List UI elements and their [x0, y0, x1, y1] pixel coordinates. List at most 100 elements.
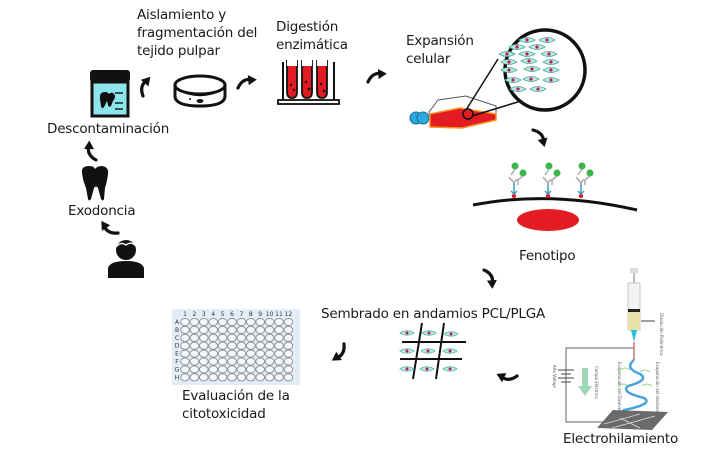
well — [199, 333, 209, 342]
annotation-evaporation-left: Evaporación del Disolvente — [617, 362, 622, 417]
well — [255, 333, 265, 342]
annotation-field: Campo Eléctrico — [594, 366, 599, 399]
well — [283, 333, 294, 342]
well — [255, 325, 265, 334]
well — [199, 341, 209, 350]
well — [274, 349, 284, 358]
magnified-cells-icon — [498, 28, 587, 112]
well — [283, 317, 294, 327]
antibody-icon — [508, 162, 527, 199]
label-fenotipo: Fenotipo — [519, 248, 576, 264]
well — [255, 373, 265, 382]
arrow-sembrado-to-evaluacion — [327, 342, 353, 367]
well — [264, 349, 275, 358]
well — [264, 341, 275, 350]
well — [199, 357, 209, 366]
arrow-descontaminacion-to-aislamiento — [132, 71, 157, 98]
label-evaluacion: Evaluación de la citotoxicidad — [182, 388, 290, 422]
well — [180, 325, 190, 334]
well — [236, 317, 247, 327]
cell-icon — [399, 330, 415, 336]
well — [236, 357, 247, 366]
cell-icon — [442, 348, 458, 354]
cell-icon — [399, 348, 415, 354]
well — [208, 349, 218, 358]
well — [246, 317, 256, 327]
plate-column-label: 12 — [285, 311, 293, 318]
arrow-aislamiento-to-digestion — [234, 72, 260, 90]
well — [189, 357, 200, 366]
well — [189, 365, 200, 374]
plate-column-label: 2 — [192, 311, 196, 318]
label-digestion: Digestión enzimática — [276, 19, 348, 53]
well — [255, 317, 265, 327]
plate-column-label: 10 — [266, 311, 274, 318]
plate-column-label: 9 — [258, 311, 262, 318]
cell-icon — [399, 366, 415, 372]
well — [180, 365, 190, 374]
antibody-icon — [575, 162, 594, 199]
electrospinning-setup-icon: Disolución Polimérica Alto Voltaje Campo… — [552, 268, 668, 430]
well — [264, 357, 275, 366]
label-aislamiento: Aislamiento y fragmentación del tejido p… — [137, 7, 258, 59]
arrow-electrohilamiento-to-sembrado — [492, 367, 519, 388]
well — [246, 341, 256, 350]
specimen-jar-icon — [90, 70, 130, 118]
well — [246, 357, 256, 366]
well — [246, 365, 256, 374]
well — [255, 365, 265, 374]
plate-row-label: H — [175, 374, 180, 381]
well — [246, 349, 256, 358]
well — [208, 325, 218, 334]
well — [283, 349, 294, 358]
well — [180, 333, 190, 342]
cell-icon — [419, 366, 435, 372]
scaffold-grid-icon — [399, 322, 466, 380]
well — [283, 325, 294, 334]
plate-column-label: 8 — [249, 311, 253, 318]
well — [217, 317, 228, 327]
plate-row-label: C — [175, 335, 179, 342]
well — [199, 365, 209, 374]
well — [236, 333, 247, 342]
well — [217, 341, 228, 350]
well — [189, 333, 200, 342]
well — [208, 317, 218, 327]
well — [199, 349, 209, 358]
well — [264, 373, 275, 382]
well — [180, 349, 190, 358]
cell-icon — [442, 366, 458, 372]
well — [227, 373, 237, 382]
well — [217, 357, 228, 366]
well — [246, 333, 256, 342]
annotation-solution: Disolución Polimérica — [659, 313, 664, 356]
well — [283, 373, 294, 382]
well — [227, 333, 237, 342]
cell-icon — [421, 330, 437, 336]
plate-column-label: 3 — [202, 311, 206, 318]
well — [274, 325, 284, 334]
well — [283, 365, 294, 374]
well — [274, 357, 284, 366]
well — [274, 365, 284, 374]
well — [208, 357, 218, 366]
label-electrohilamiento: Electrohilamiento — [563, 431, 679, 447]
culture-flask-icon — [409, 58, 535, 129]
antibody-membrane-icon — [472, 162, 638, 231]
well — [217, 365, 228, 374]
plate-row-label: G — [175, 366, 180, 373]
well — [274, 333, 284, 342]
well — [236, 325, 247, 334]
well — [283, 357, 294, 366]
well — [264, 325, 275, 334]
well — [199, 317, 209, 327]
plate-row-label: D — [175, 343, 180, 350]
arrow-digestion-to-expansion — [364, 66, 390, 84]
well — [199, 325, 209, 334]
well — [227, 317, 237, 327]
well — [236, 349, 247, 358]
arrow-exodoncia-to-descontaminacion — [81, 138, 98, 163]
well — [217, 325, 228, 334]
